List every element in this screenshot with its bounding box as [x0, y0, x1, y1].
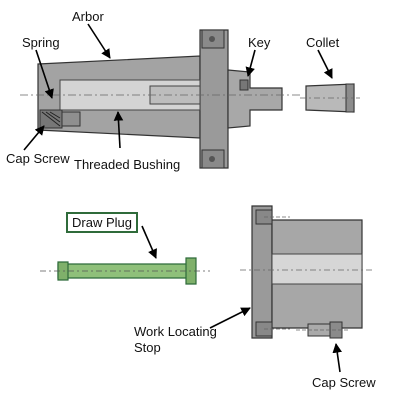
arbor-shank: [227, 69, 283, 129]
label-work-locating-stop: Work Locating Stop: [134, 324, 217, 355]
cap-screw-top-arrow: [23, 125, 45, 151]
spring-arrow: [35, 49, 54, 99]
arbor-flange: [199, 29, 229, 169]
work-locating-stop-arrow: [209, 307, 251, 329]
draw-plug-arrow: [141, 225, 157, 259]
arbor-assembly: [20, 29, 300, 169]
cap-screw-part-top: [61, 111, 81, 127]
label-draw-plug: Draw Plug: [66, 212, 138, 233]
label-collet: Collet: [306, 35, 340, 50]
cap-screw-part-bottom: [296, 321, 350, 339]
arbor-arrow: [87, 23, 111, 59]
key-part: [239, 79, 249, 91]
collet-arrow: [317, 49, 333, 79]
leader-arrows: [23, 23, 342, 373]
label-key: Key: [248, 35, 271, 50]
cap-screw-bottom-arrow: [332, 343, 342, 373]
work-locating-stop-part: [240, 205, 372, 339]
label-spring: Spring: [22, 35, 60, 50]
flange-bottom-hole: [209, 156, 215, 162]
label-threaded-bushing: Threaded Bushing: [74, 157, 181, 172]
label-cap-screw-top: Cap Screw: [6, 151, 70, 166]
label-arbor: Arbor: [72, 9, 104, 24]
key-arrow: [245, 49, 256, 77]
draw-plug-part: [40, 257, 210, 285]
collet-part: [300, 83, 360, 113]
threaded-bushing-arrow: [113, 111, 124, 149]
label-cap-screw-bottom: Cap Screw: [312, 375, 376, 390]
flange-top-hole: [209, 36, 215, 42]
spring-coils: [41, 111, 61, 127]
